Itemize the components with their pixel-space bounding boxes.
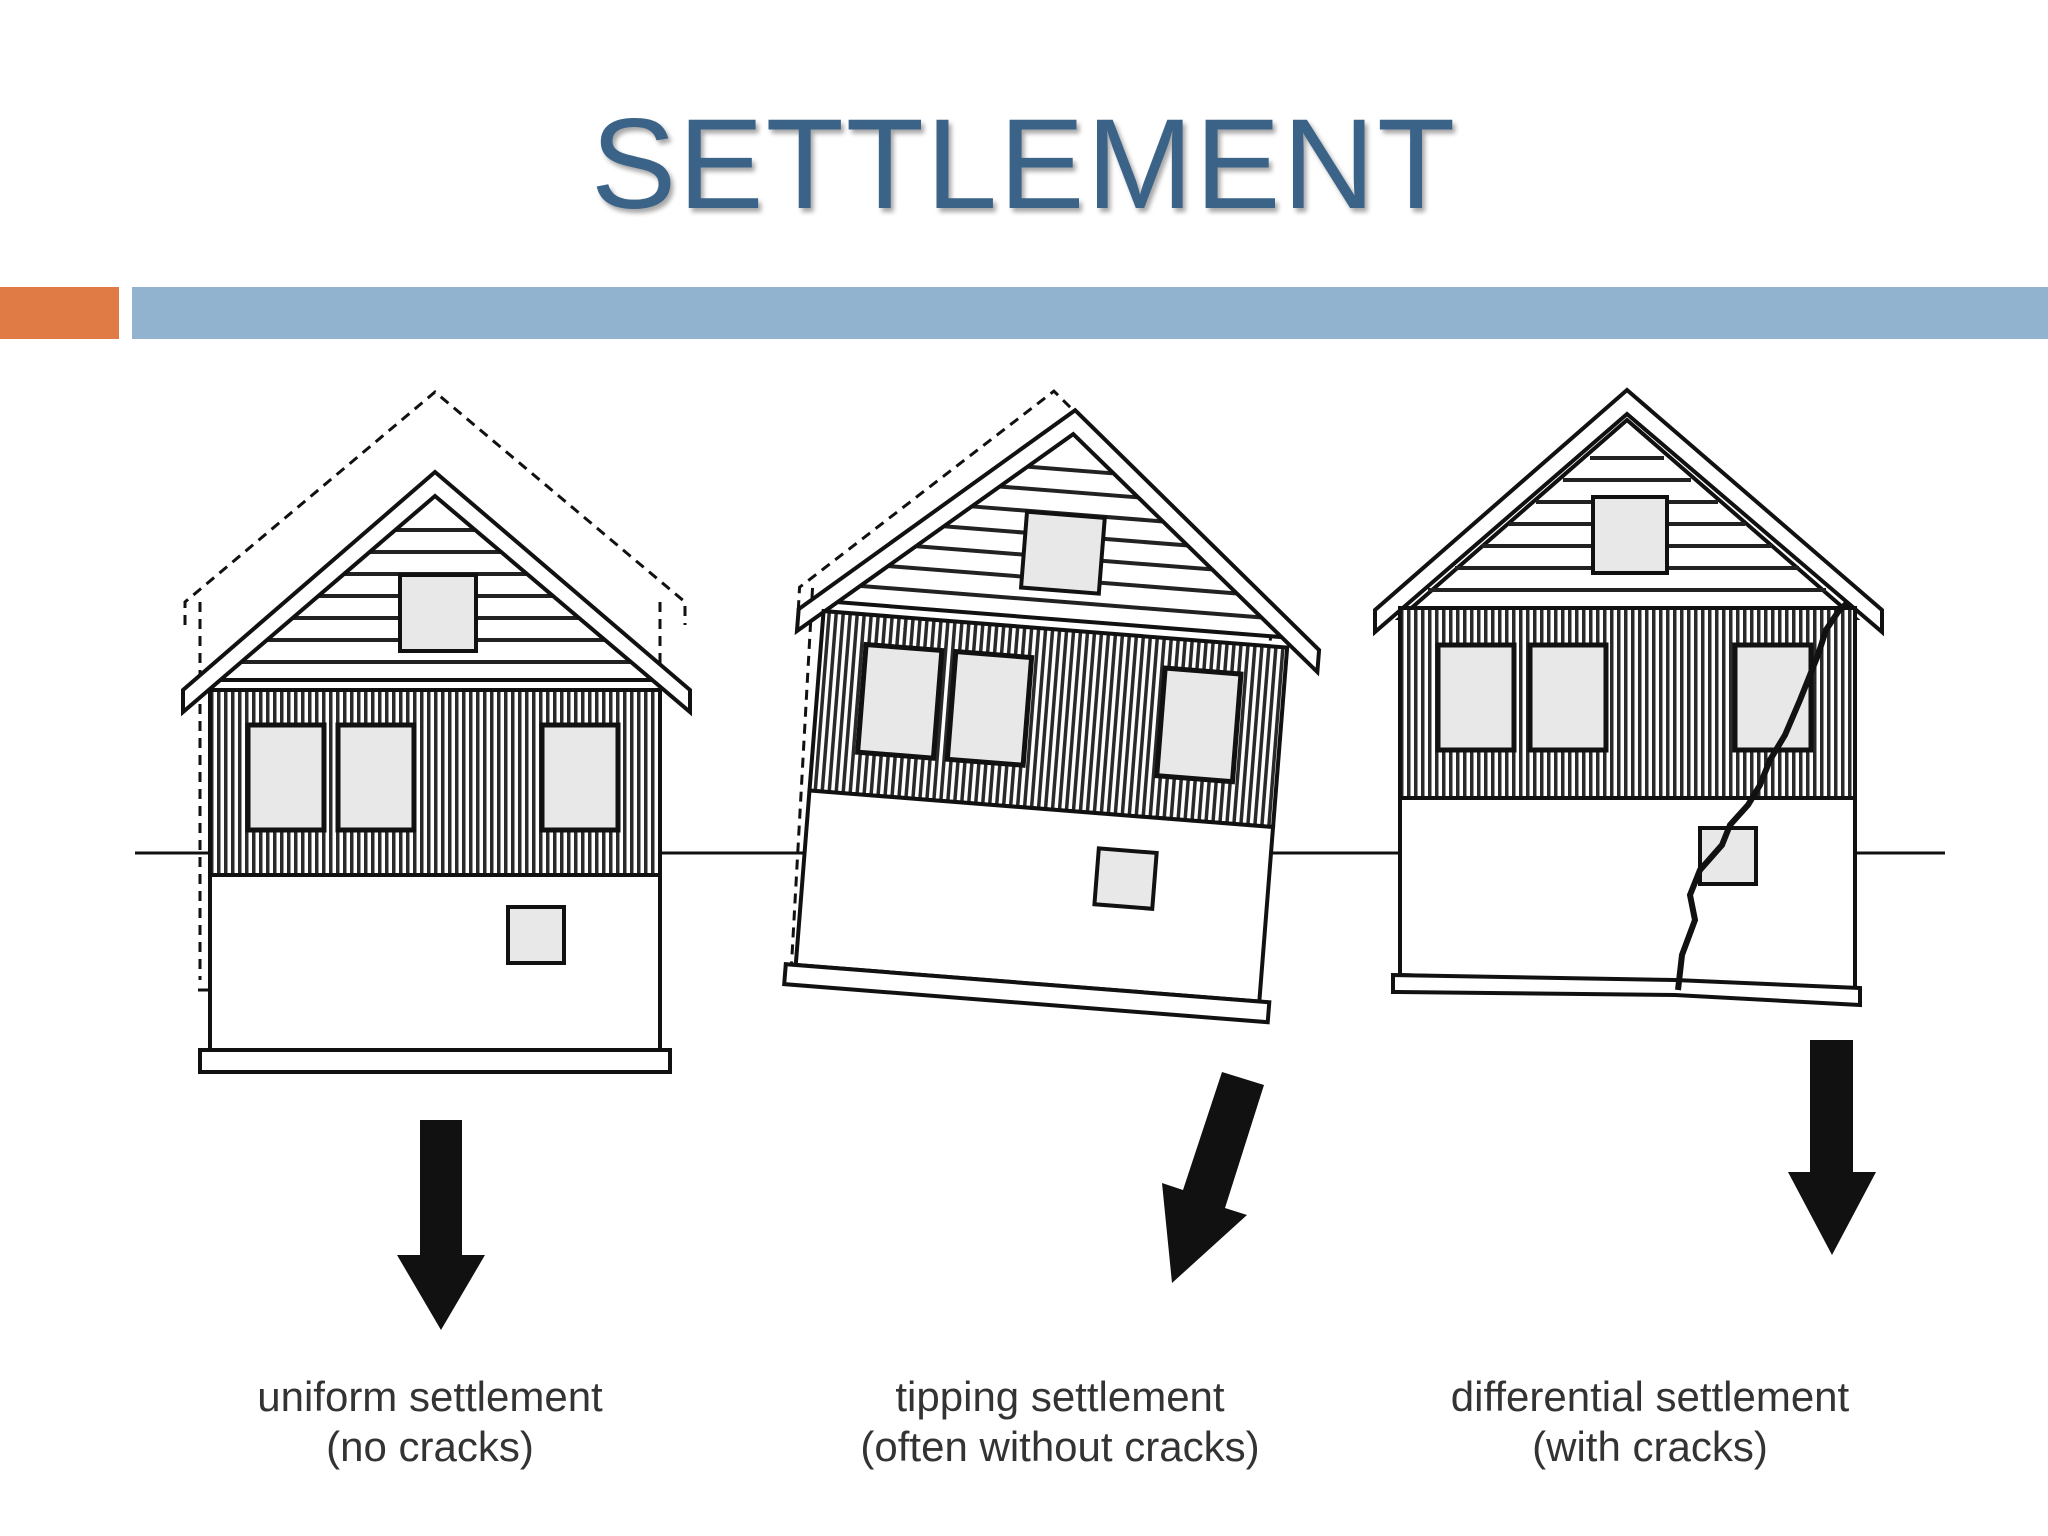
basement-window xyxy=(506,905,566,965)
caption-line: uniform settlement xyxy=(257,1373,603,1420)
attic-window xyxy=(398,573,478,653)
footing xyxy=(1391,972,1862,1008)
caption-line: tipping settlement xyxy=(895,1373,1225,1420)
footing xyxy=(782,962,1272,1025)
down-arrow xyxy=(1788,1040,1876,1255)
down-arrow xyxy=(397,1120,485,1330)
house-tipping-body xyxy=(782,407,1322,1025)
footing xyxy=(198,1048,672,1074)
basement-window xyxy=(1092,846,1159,911)
window xyxy=(944,648,1035,768)
window xyxy=(1154,665,1244,785)
title-rule-bar xyxy=(132,287,2048,339)
caption-line: (no cracks) xyxy=(326,1423,534,1470)
accent-bar xyxy=(0,287,119,339)
caption-line: differential settlement xyxy=(1450,1373,1850,1420)
window xyxy=(1435,642,1517,753)
window xyxy=(1527,642,1609,753)
attic-window xyxy=(1018,509,1107,596)
house-differential xyxy=(1373,387,1884,1008)
settlement-diagram xyxy=(135,387,1945,1330)
attic-window xyxy=(1591,495,1669,575)
window xyxy=(539,722,621,833)
caption-line: (often without cracks) xyxy=(860,1423,1260,1470)
house-uniform xyxy=(181,390,692,1074)
down-left-arrow xyxy=(1162,1072,1264,1283)
window xyxy=(854,641,945,761)
crack-line xyxy=(1675,599,1851,991)
caption-line: (with cracks) xyxy=(1532,1423,1768,1470)
caption-differential: differential settlement (with cracks) xyxy=(1430,1372,1870,1472)
caption-uniform: uniform settlement (no cracks) xyxy=(230,1372,630,1472)
caption-tipping: tipping settlement (often without cracks… xyxy=(840,1372,1280,1472)
window xyxy=(335,722,417,833)
window xyxy=(245,722,327,833)
slide-title: SETTLEMENT xyxy=(590,93,1458,236)
